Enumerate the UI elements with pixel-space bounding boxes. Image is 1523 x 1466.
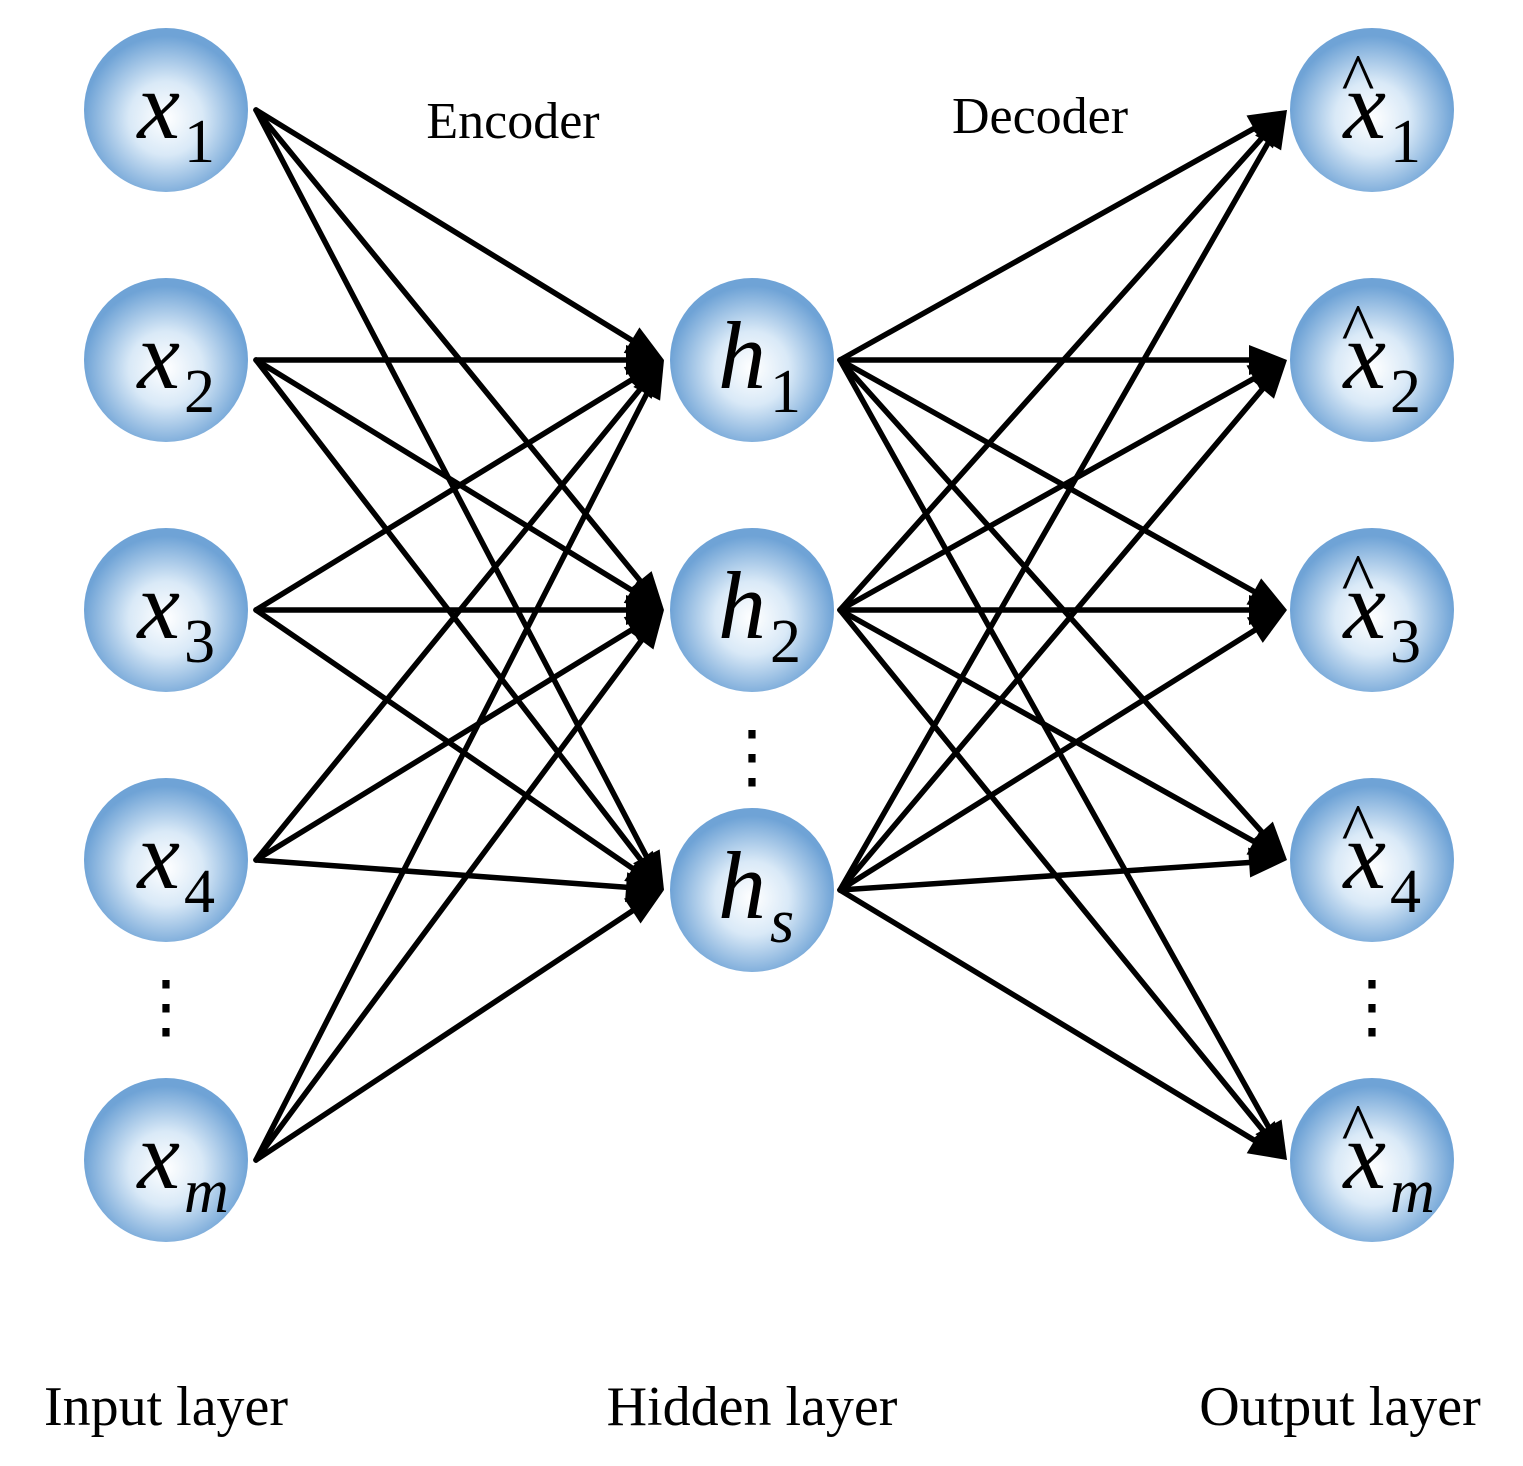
output-node-subscript: 4 [1390, 858, 1421, 926]
decoder-edge [837, 110, 1287, 363]
output-node-variable: x [1341, 802, 1386, 909]
output-node: x^1 [1290, 28, 1454, 192]
output-node-circle [1290, 528, 1454, 692]
hidden-node-subscript: 1 [770, 358, 801, 426]
encoder-edge [253, 357, 664, 890]
input-node-circle [84, 1078, 248, 1242]
decoder-edge [837, 847, 1287, 893]
output-node-hat: ^ [1342, 1091, 1375, 1168]
input-node-variable: x [135, 1102, 180, 1209]
output-node: x^3 [1290, 528, 1454, 692]
output-node: x^4 [1290, 778, 1454, 942]
decoder-edge [837, 357, 1287, 1160]
decoder-edge [837, 607, 1287, 860]
input-node-circle [84, 28, 248, 192]
input-node-circle [84, 528, 248, 692]
output-node-hat: ^ [1342, 291, 1375, 368]
encoder-edge [253, 360, 664, 1163]
output-node-subscript: 2 [1390, 358, 1421, 426]
encoder-edge [253, 345, 664, 375]
input-node-circle [84, 778, 248, 942]
hidden-node-circle [670, 808, 834, 972]
hidden-node-circle [670, 278, 834, 442]
input-node-variable: x [135, 802, 180, 909]
input-node-circle [84, 278, 248, 442]
decoder-edge [837, 610, 1287, 893]
encoder-edge [253, 610, 664, 863]
input-node-subscript: 1 [184, 108, 215, 176]
output-node-circle [1290, 778, 1454, 942]
output-node-subscript: 3 [1390, 608, 1421, 676]
output-node-circle [1290, 28, 1454, 192]
input-ellipsis: ⋮ [131, 969, 201, 1046]
connections-group [253, 107, 1287, 1163]
output-node-hat: ^ [1342, 791, 1375, 868]
output-node-subscript: m [1390, 1158, 1435, 1226]
hidden-layer-label: Hidden layer [607, 1376, 898, 1438]
output-ellipsis: ⋮ [1337, 969, 1407, 1046]
output-node-subscript: 1 [1390, 108, 1421, 176]
input-node-variable: x [135, 52, 180, 159]
output-node-hat: ^ [1342, 541, 1375, 618]
encoder-edge [253, 890, 664, 1163]
output-node-variable: x [1341, 1102, 1386, 1209]
hidden-node-circle [670, 528, 834, 692]
decoder-edge [837, 110, 1287, 893]
hidden-ellipsis: ⋮ [717, 719, 787, 796]
input-layer-label: Input layer [44, 1376, 288, 1438]
output-node-variable: x [1341, 302, 1386, 409]
decoder-edge [837, 360, 1287, 893]
decoder-edge [837, 595, 1287, 625]
hidden-node-subscript: s [770, 888, 794, 956]
encoder-label: Encoder [426, 93, 599, 150]
encoder-edge [253, 607, 664, 890]
output-node-circle [1290, 1078, 1454, 1242]
output-node-circle [1290, 278, 1454, 442]
output-node: x^m [1290, 1078, 1454, 1242]
input-node-subscript: 2 [184, 358, 215, 426]
encoder-edge [253, 610, 664, 1163]
input-node-variable: x [135, 552, 180, 659]
decoder-edge [837, 887, 1287, 1160]
encoder-edge [253, 857, 664, 903]
input-node-subscript: 3 [184, 608, 215, 676]
encoder-edge [253, 107, 664, 890]
input-node-subscript: 4 [184, 858, 215, 926]
input-node-subscript: m [184, 1158, 229, 1226]
output-node-variable: x [1341, 52, 1386, 159]
output-node-hat: ^ [1342, 41, 1375, 118]
hidden-node-variable: h [718, 552, 766, 659]
input-node-variable: x [135, 302, 180, 409]
output-layer-label: Output layer [1199, 1376, 1481, 1438]
hidden-node-variable: h [718, 832, 766, 939]
hidden-node-variable: h [718, 302, 766, 409]
output-node: x^2 [1290, 278, 1454, 442]
hidden-node-subscript: 2 [770, 608, 801, 676]
output-node-variable: x [1341, 552, 1386, 659]
decoder-label: Decoder [952, 88, 1128, 145]
